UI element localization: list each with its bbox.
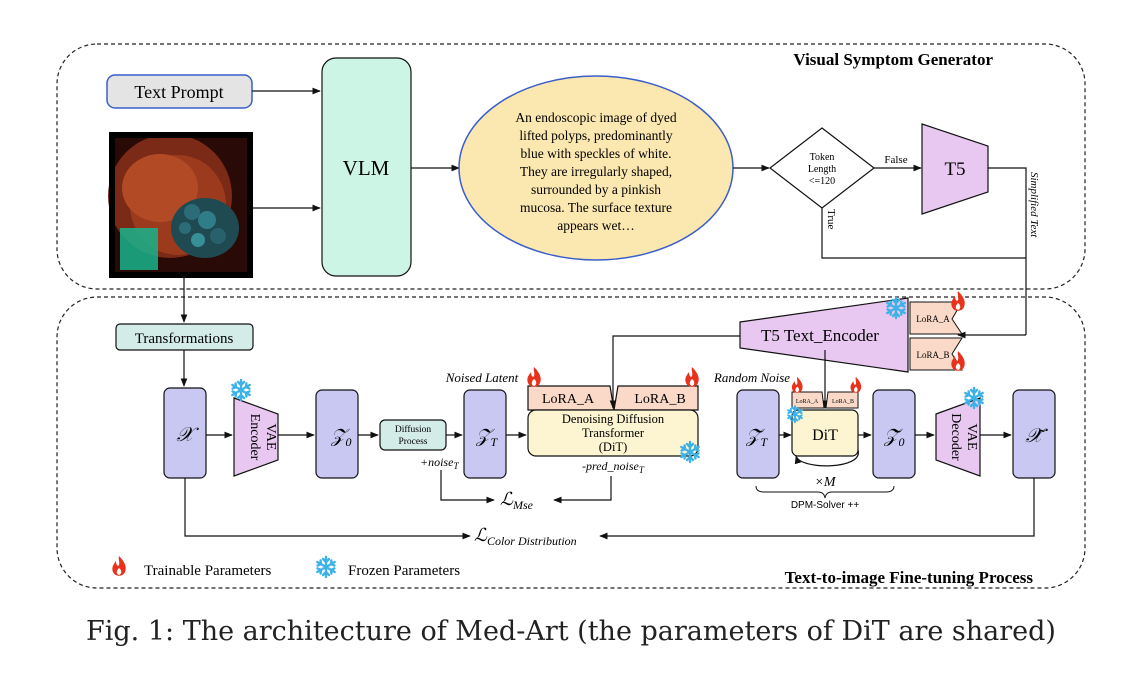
false-label: False bbox=[884, 154, 907, 166]
architecture-diagram: Visual Symptom Generator Text-to-image F… bbox=[56, 43, 1086, 589]
denoising-label-2: Transformer bbox=[582, 426, 645, 440]
random-noise-label: Random Noise bbox=[713, 370, 790, 385]
dit-box bbox=[791, 409, 859, 457]
vae-encoder-box bbox=[233, 397, 279, 477]
dpm-solver-label: DPM-Solver ++ bbox=[791, 500, 860, 511]
lora-b-label: LoRA_B bbox=[634, 392, 685, 407]
small-lora-b-label: LoRA_B bbox=[832, 399, 854, 405]
simplified-text-line bbox=[988, 167, 1027, 335]
description-line: appears wet… bbox=[557, 218, 635, 233]
zt-tilde-label: 𝒵̃T bbox=[745, 426, 768, 449]
z0-tilde-box bbox=[872, 389, 916, 479]
vlm-label: VLM bbox=[343, 156, 390, 180]
pred-to-loss-line bbox=[553, 476, 612, 504]
noise-label: +noiseT bbox=[420, 455, 459, 471]
diffusion-process-label-2: Process bbox=[398, 437, 427, 447]
description-line: surrounded by a pinkish bbox=[531, 182, 661, 197]
trainable-flame-icon bbox=[951, 291, 965, 311]
legend-trainable-label: Trainable Parameters bbox=[144, 563, 271, 579]
decision-line: Token bbox=[810, 152, 835, 163]
top-section-title: Visual Symptom Generator bbox=[793, 50, 993, 69]
description-line: An endoscopic image of dyed bbox=[515, 110, 676, 125]
endoscopic-image bbox=[108, 132, 253, 278]
noised-latent-label: Noised Latent bbox=[445, 370, 519, 385]
vae-encoder-label-2: Encoder bbox=[247, 414, 262, 461]
trainable-flame-icon bbox=[791, 377, 803, 393]
encoder-lora-a-label: LoRA_A bbox=[916, 314, 950, 324]
dit-loop-arrow bbox=[794, 449, 859, 467]
text-prompt-label: Text Prompt bbox=[134, 82, 223, 102]
denoising-dit-box bbox=[527, 409, 699, 457]
visual-symptom-generator-section bbox=[56, 43, 1086, 290]
figure-caption: Fig. 1: The architecture of Med-Art (the… bbox=[86, 616, 1056, 647]
description-line: They are irregularly shaped, bbox=[520, 164, 672, 179]
decision-line: Length bbox=[808, 164, 836, 175]
loss-color-label: ℒColor Distribution bbox=[474, 525, 577, 548]
zt-tilde-box bbox=[736, 389, 780, 479]
encoder-lora-b-label: LoRA_B bbox=[916, 350, 949, 360]
vae-decoder-label-1: VAE bbox=[964, 424, 979, 451]
true-branch-line bbox=[821, 208, 1026, 259]
z0-tilde-label: 𝒵̃0 bbox=[883, 426, 904, 449]
vlm-box bbox=[321, 57, 412, 277]
z0-label: 𝒵0 bbox=[330, 426, 351, 449]
x-tilde-to-color-loss-line bbox=[599, 478, 1035, 540]
description-text: An endoscopic image of dyed lifted polyp… bbox=[515, 110, 676, 233]
zt-box bbox=[463, 389, 507, 479]
diffusion-process-label-1: Diffusion bbox=[395, 424, 431, 435]
small-lora-a-label: LoRA_A bbox=[796, 399, 819, 405]
loss-mse-label: ℒMse bbox=[500, 489, 534, 512]
frozen-snowflake-icon bbox=[231, 378, 251, 402]
t5-label: T5 bbox=[944, 159, 965, 180]
decision-line: <=120 bbox=[809, 176, 835, 187]
vae-decoder-label-2: Decoder bbox=[948, 413, 963, 461]
simplified-text-label: Simplified Text bbox=[1028, 172, 1040, 238]
small-lora-b-box bbox=[825, 391, 859, 409]
transformations-label: Transformations bbox=[135, 331, 234, 347]
denoising-label-1: Denoising Diffusion bbox=[562, 412, 665, 426]
t5-box bbox=[921, 123, 989, 215]
arrow-encoder-to-dit bbox=[609, 335, 740, 409]
trainable-flame-icon bbox=[951, 351, 965, 371]
legend-frozen-label: Frozen Parameters bbox=[348, 563, 460, 579]
small-lora-a-box bbox=[791, 391, 825, 409]
lora-a-label: LoRA_A bbox=[542, 392, 595, 407]
description-line: mucosa. The surface texture bbox=[520, 200, 672, 215]
pred-noise-label: -pred_noiseT bbox=[582, 459, 645, 475]
denoising-label-3: (DiT) bbox=[599, 440, 627, 454]
description-line: blue with speckles of white. bbox=[520, 146, 671, 161]
vae-encoder-label-1: VAE bbox=[263, 424, 278, 451]
trainable-flame-icon bbox=[527, 367, 541, 387]
t5-text-encoder-box bbox=[739, 297, 909, 373]
t5-text-encoder-label: T5 Text_Encoder bbox=[761, 326, 879, 345]
dit-label: DiT bbox=[812, 427, 838, 444]
noise-to-loss-line bbox=[440, 470, 495, 504]
times-m-label: ×M bbox=[814, 475, 836, 490]
legend-snowflake-icon bbox=[316, 555, 336, 579]
bottom-section-title: Text-to-image Fine-tuning Process bbox=[785, 568, 1034, 587]
z0-box bbox=[315, 389, 359, 479]
description-line: lifted polyps, predominantly bbox=[519, 128, 673, 143]
x-to-color-loss-line bbox=[184, 478, 471, 540]
trainable-flame-icon bbox=[850, 377, 862, 393]
true-label: True bbox=[825, 209, 837, 229]
legend-flame-icon bbox=[112, 556, 126, 576]
dpm-solver-brace bbox=[755, 485, 895, 499]
fine-tuning-section bbox=[56, 296, 1086, 589]
zt-label: 𝒵T bbox=[475, 426, 498, 449]
trainable-flame-icon bbox=[685, 367, 699, 387]
